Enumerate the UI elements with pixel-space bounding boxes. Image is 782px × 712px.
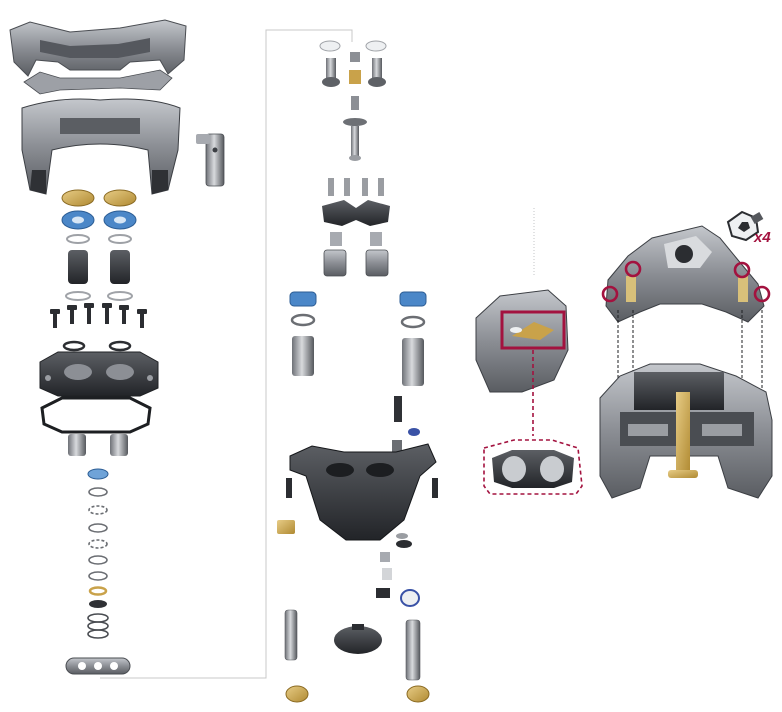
caliper-detail-view <box>475 208 583 495</box>
carrier-frame-top <box>9 19 187 95</box>
ring-stack <box>88 487 108 581</box>
brass-bushing <box>406 685 430 703</box>
guide-pins-long <box>284 609 421 681</box>
sensor-parts <box>392 396 420 456</box>
o-ring <box>62 340 86 352</box>
bracket-clip <box>196 133 225 187</box>
housing-gasket <box>40 396 152 434</box>
adjuster-gears <box>322 58 386 87</box>
caliper-housing <box>286 443 438 541</box>
highlight-box <box>500 310 566 350</box>
guide-bushings <box>65 250 133 301</box>
bolt-hole-markers <box>601 260 771 303</box>
brass-bushing <box>277 520 295 534</box>
adjuster-caps <box>319 40 387 62</box>
adjuster-shaft <box>343 96 367 161</box>
assembly-connector-line <box>100 29 353 679</box>
bolt-icon <box>726 210 764 242</box>
o-ring <box>108 340 132 352</box>
middle-exploded-column <box>277 40 438 703</box>
twin-piston-housing <box>39 351 159 397</box>
bolt-quantity-label: x4 <box>753 229 771 246</box>
screw-set <box>50 303 147 328</box>
brass-bushing <box>285 685 309 703</box>
pistons <box>68 434 128 456</box>
spring-rings <box>87 613 109 639</box>
cover-disc <box>334 624 382 654</box>
brass-ring <box>88 586 108 596</box>
vent-parts <box>376 533 420 607</box>
pressure-plate-assembly <box>322 178 390 277</box>
left-exploded-column <box>9 19 225 675</box>
bottom-plate <box>65 657 131 675</box>
zoom-callout-outline <box>483 439 583 495</box>
guide-pin-seals <box>289 291 427 386</box>
brass-washers <box>61 189 137 207</box>
carrier-body <box>21 98 181 195</box>
blue-seals <box>61 210 137 244</box>
assembled-caliper: x4 <box>599 210 773 499</box>
dark-ring <box>89 600 107 608</box>
blue-cap <box>87 468 109 480</box>
piston-housing-zoom <box>492 450 574 488</box>
